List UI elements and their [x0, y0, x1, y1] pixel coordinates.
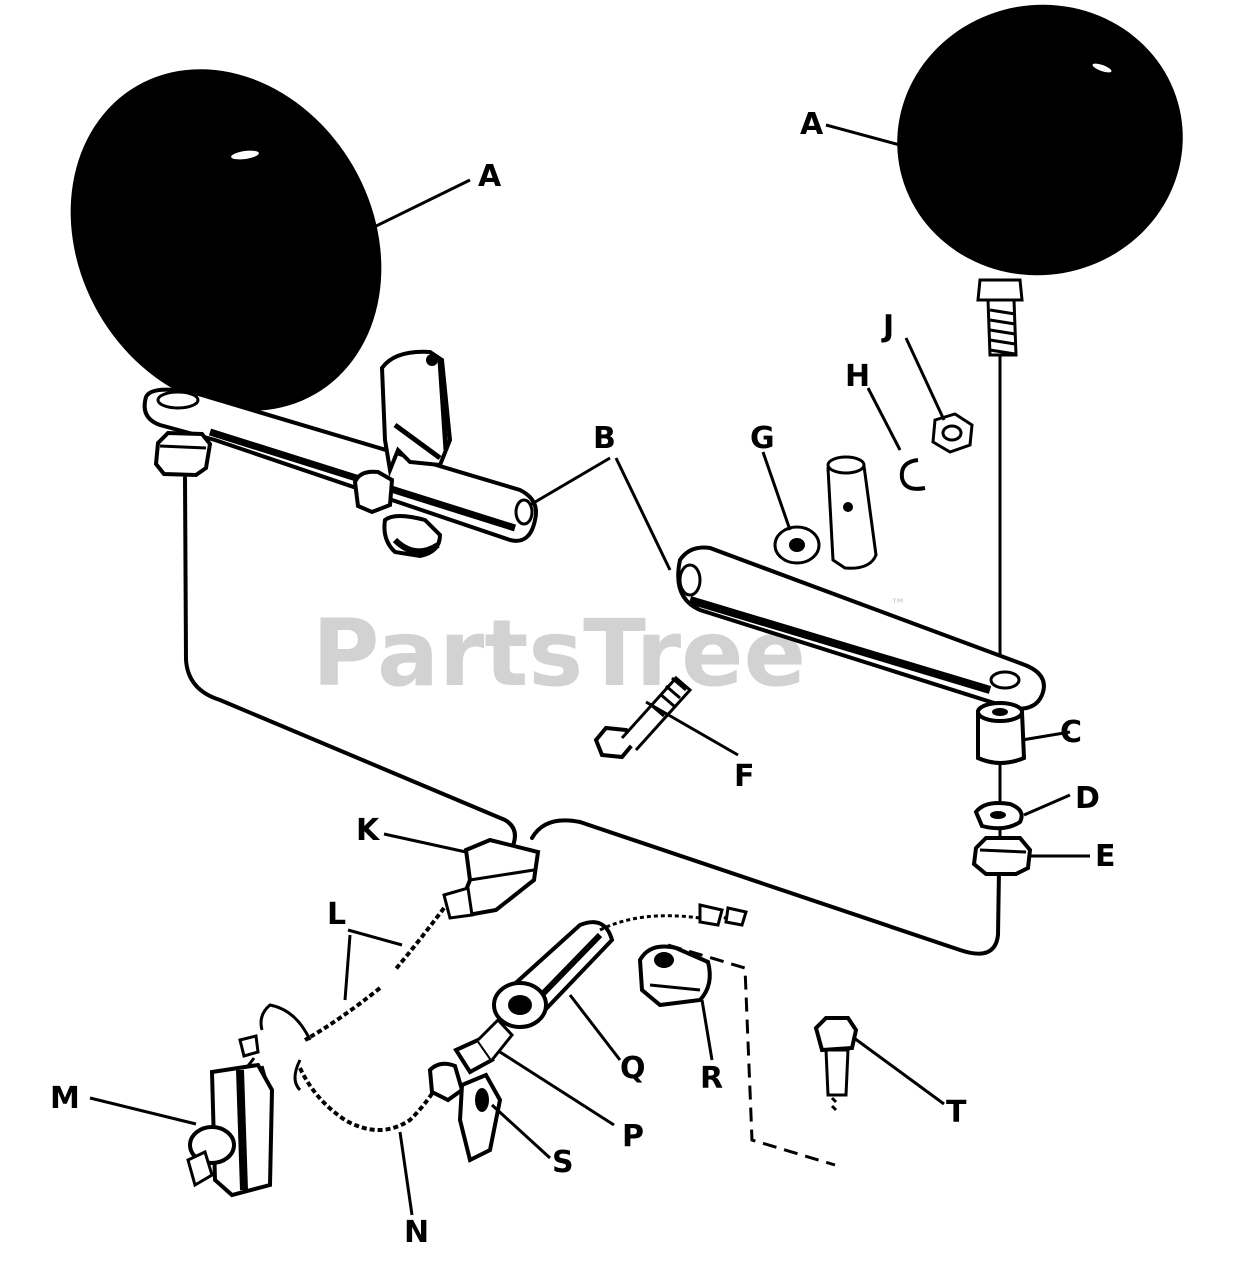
switch-m	[186, 1034, 275, 1198]
right-lamp-arm	[676, 545, 1046, 711]
left-arm-bolt-head	[352, 469, 395, 515]
label-c: C	[1060, 715, 1082, 750]
label-g: G	[750, 421, 775, 456]
right-arm-shadow	[688, 596, 992, 694]
right-lamp-highlight	[1092, 63, 1112, 73]
left-clamp-shadow	[392, 537, 440, 555]
terminal-s	[427, 1061, 503, 1163]
lampholder-q	[492, 903, 748, 1029]
label-q: Q	[620, 1051, 646, 1086]
label-r: R	[700, 1061, 723, 1096]
right-arm-body	[676, 545, 1046, 711]
left-lamp-nut	[153, 430, 213, 478]
label-d: D	[1075, 781, 1100, 816]
spacer-c	[976, 701, 1027, 765]
connector-k	[442, 837, 541, 920]
hexnut-e	[971, 836, 1033, 876]
left-arm-end	[514, 498, 534, 526]
left-mount-hole	[426, 354, 438, 366]
right-stud-threads	[989, 308, 1016, 356]
right-lamp-globe	[897, 4, 1183, 276]
watermark-trademark: ™	[890, 595, 906, 614]
nut-j	[931, 412, 974, 454]
right-arm-end	[678, 563, 702, 597]
left-lamp-assembly	[70, 69, 538, 559]
label-a-left: A	[478, 159, 502, 194]
label-p: P	[622, 1119, 644, 1154]
right-lamp-stud	[986, 298, 1018, 357]
wires-l	[304, 906, 446, 1042]
clip-h	[899, 458, 926, 491]
label-s: S	[552, 1145, 574, 1180]
label-e: E	[1095, 839, 1116, 874]
leader-lines	[89, 123, 1090, 1216]
washer-g	[773, 525, 821, 565]
right-lamp-collar	[976, 278, 1024, 302]
left-mount-bracket	[379, 349, 453, 478]
label-t: T	[946, 1095, 967, 1130]
wire-n	[298, 1067, 442, 1132]
label-m: M	[50, 1081, 80, 1116]
label-b: B	[593, 421, 616, 456]
plug-p	[453, 1017, 514, 1075]
right-arm-hole	[989, 670, 1021, 690]
left-nut-line	[159, 444, 207, 450]
left-lamp-globe	[70, 69, 382, 411]
right-lamp-assembly	[897, 4, 1183, 357]
label-n: N	[404, 1215, 429, 1250]
label-l: L	[327, 897, 346, 932]
label-f: F	[734, 759, 755, 794]
left-lamp-highlight	[231, 150, 259, 160]
dashed-leader-r-t	[667, 943, 836, 1167]
label-j: J	[881, 309, 894, 344]
clamp-r	[637, 944, 712, 1008]
bolt-f	[593, 675, 693, 760]
label-h: H	[845, 359, 870, 394]
left-mount-shadow	[393, 359, 449, 461]
lockwasher-d	[973, 801, 1024, 831]
sleeve-bushing	[826, 455, 878, 570]
label-a-right: A	[800, 107, 824, 142]
bolt-t	[813, 1016, 859, 1112]
label-k: K	[356, 813, 381, 848]
left-arm-hole	[156, 390, 200, 410]
wire-to-switch	[259, 1003, 312, 1092]
